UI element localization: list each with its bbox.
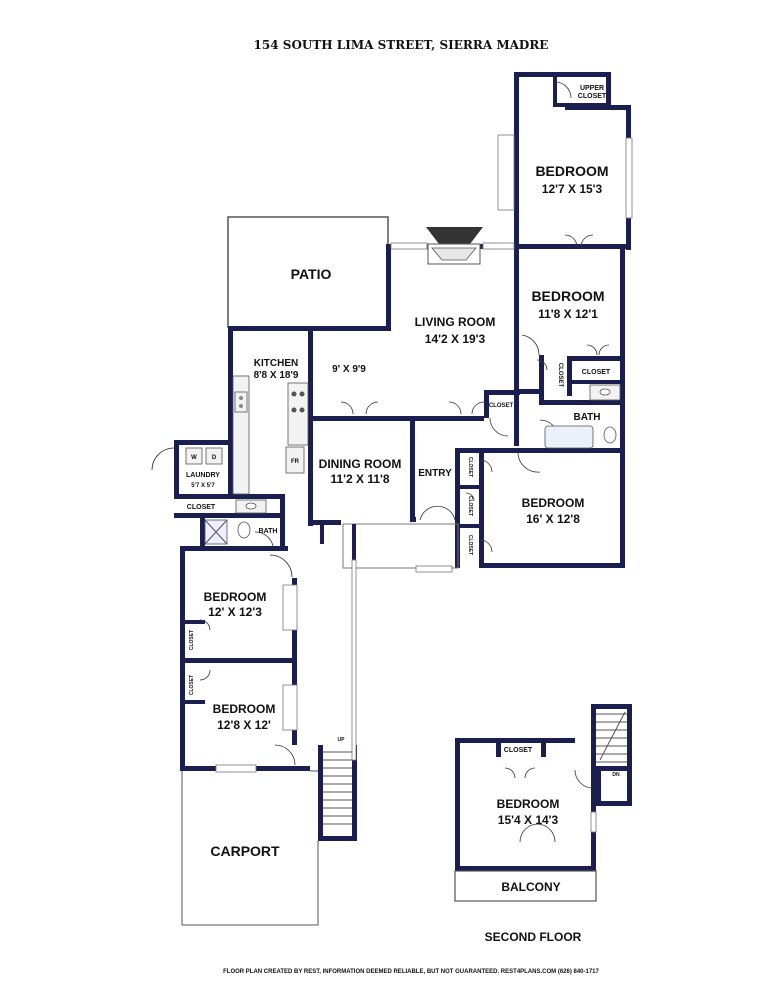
- upper-closet-label-1: UPPER: [580, 85, 604, 92]
- dining-room-name: DINING ROOM: [319, 457, 402, 471]
- carport-area: [181, 770, 319, 926]
- bedroom-right2-name: BEDROOM: [522, 496, 585, 510]
- closet-a-label: CLOSET: [557, 363, 563, 388]
- living-room-dims: 14'2 X 19'3: [425, 332, 486, 346]
- laundry-name: LAUNDRY: [186, 472, 220, 479]
- bedroom-left2-dims: 12'8 X 12': [217, 718, 271, 732]
- closet-left1-label: CLOSET: [189, 630, 195, 650]
- second-floor-walls: [455, 704, 632, 871]
- bedroom-upper-dims: 15'4 X 14'3: [498, 813, 559, 827]
- laundry-dims: 5'7 X 5'7: [191, 483, 215, 489]
- second-floor-stairs: [596, 711, 627, 763]
- closet-f-label: CLOSET: [467, 535, 473, 555]
- bedroom-left1-dims: 12' X 12'3: [208, 605, 262, 619]
- patio-label: PATIO: [291, 266, 332, 282]
- dining-room-dims: 11'2 X 11'8: [330, 472, 389, 486]
- plan-title: 154 SOUTH LIMA STREET, SIERRA MADRE: [254, 38, 549, 52]
- living-room-name: LIVING ROOM: [415, 315, 496, 329]
- stairs-up-label: UP: [338, 737, 346, 743]
- svg-text:D: D: [212, 455, 217, 461]
- closet-e-label: CLOSET: [467, 496, 473, 516]
- bedroom-top-name: BEDROOM: [535, 163, 608, 179]
- second-floor-label: SECOND FLOOR: [485, 930, 582, 944]
- room-labels: UPPER CLOSET BEDROOM 12'7 X 15'3 PATIO B…: [186, 85, 620, 944]
- closet-upper-label: CLOSET: [504, 747, 533, 754]
- closet-left2-label: CLOSET: [189, 675, 195, 695]
- kitchen-name: KITCHEN: [254, 358, 298, 369]
- closet-b-label: CLOSET: [582, 369, 611, 376]
- svg-text:W: W: [191, 455, 197, 461]
- bedroom-right2-dims: 16' X 12'8: [526, 512, 580, 526]
- nook-dims: 9' X 9'9: [332, 364, 366, 375]
- closet-c-label: CLOSET: [489, 403, 514, 409]
- main-stairs: [323, 751, 352, 825]
- bedroom-top-dims: 12'7 X 15'3: [542, 182, 603, 196]
- doors: [151, 81, 610, 843]
- bedroom-right1-name: BEDROOM: [531, 288, 604, 304]
- bath-right-label: BATH: [573, 412, 600, 423]
- upper-closet-label-2: CLOSET: [578, 93, 607, 100]
- kitchen-dims: 8'8 X 18'9: [254, 370, 299, 381]
- bedroom-upper-name: BEDROOM: [497, 797, 560, 811]
- entry-label: ENTRY: [418, 468, 452, 479]
- balcony-area: [454, 870, 597, 902]
- stairs-down-label: DN: [612, 772, 620, 778]
- bedroom-left1-name: BEDROOM: [204, 590, 267, 604]
- laundry-closet-label: CLOSET: [187, 504, 216, 511]
- bath-left-label: BATH: [259, 528, 278, 535]
- closet-d-label: CLOSET: [467, 457, 473, 477]
- fridge-label: FR: [291, 459, 300, 465]
- footer-credit: FLOOR PLAN CREATED BY REST, INFORMATION …: [223, 969, 599, 975]
- bedroom-left2-name: BEDROOM: [213, 702, 276, 716]
- carport-label: CARPORT: [210, 843, 280, 859]
- windows: [215, 134, 633, 773]
- fixtures: W D: [185, 375, 621, 545]
- bedroom-right1-dims: 11'8 X 12'1: [538, 307, 598, 321]
- balcony-label: BALCONY: [501, 880, 560, 894]
